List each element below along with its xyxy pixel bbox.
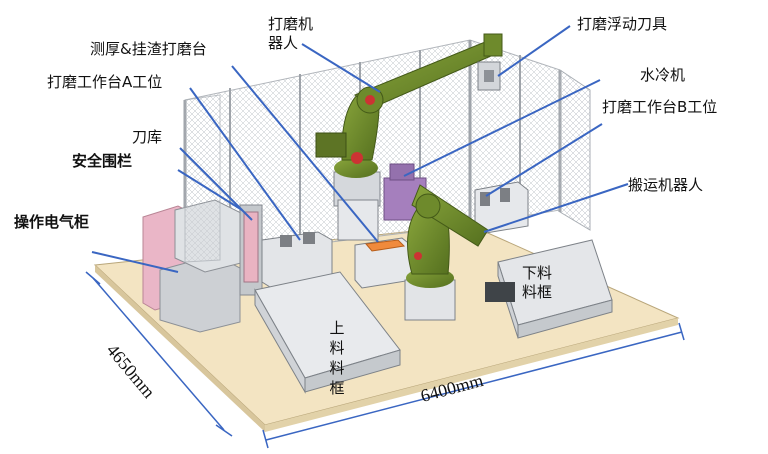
label-handling-robot: 搬运机器人 <box>628 176 704 194</box>
load-bin-graphic <box>254 271 401 394</box>
floor-front-edge <box>265 318 678 432</box>
label-station-a: 打磨工作台A工位 <box>47 73 163 91</box>
safety-fence-right <box>559 69 591 231</box>
label-tool-magazine: 刀库 <box>132 128 163 146</box>
dimension-lines <box>85 271 685 449</box>
handling-robot-graphic <box>404 184 489 321</box>
measure-station-graphic <box>354 237 413 289</box>
floating-tool-graphic <box>477 61 501 91</box>
tool-magazine-graphic <box>239 204 263 296</box>
leader-lines <box>91 25 629 273</box>
label-load-bin: 上料料框 <box>329 319 345 397</box>
label-measure-station: 测厚&挂渣打磨台 <box>90 40 207 58</box>
label-station-b: 打磨工作台B工位 <box>602 98 718 116</box>
label-floating-tool: 打磨浮动刀具 <box>577 15 668 33</box>
unload-bin-graphic <box>485 239 613 339</box>
safety-fence-left <box>184 94 221 263</box>
label-polish-robot: 打磨机器人 <box>268 15 314 52</box>
floor-edge <box>95 265 265 432</box>
label-water-chiller: 水冷机 <box>640 66 686 84</box>
label-unload-bin: 下料料框 <box>521 264 552 301</box>
label-safety-fence: 安全围栏 <box>72 152 133 170</box>
label-control-cabinet: 操作电气柜 <box>14 213 90 231</box>
